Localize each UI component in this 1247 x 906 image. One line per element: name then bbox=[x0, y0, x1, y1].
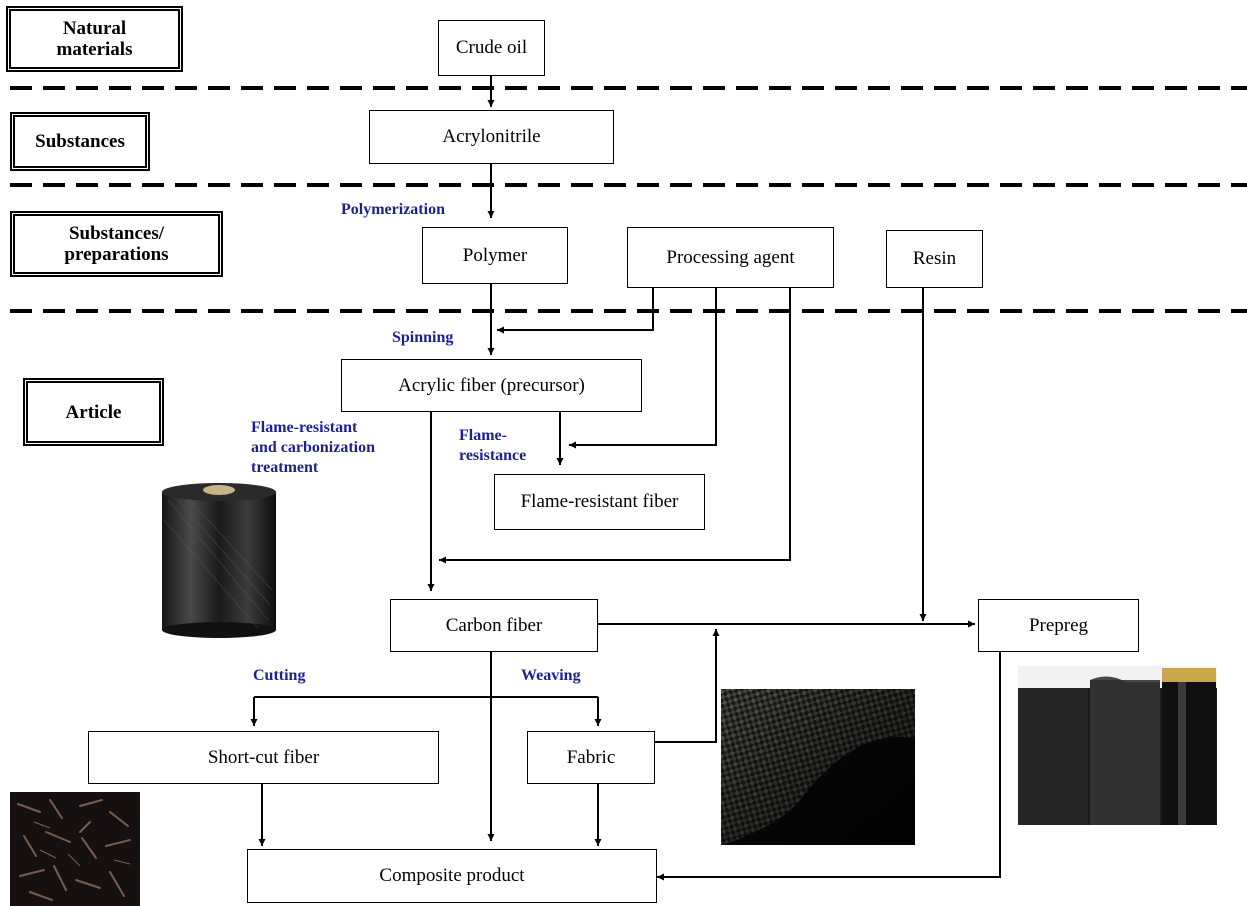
arrow-agent-to-spinning bbox=[497, 287, 654, 334]
process-label-spinning: Spinning bbox=[392, 329, 454, 346]
carbon-fiber-box: Carbon fiber bbox=[390, 599, 598, 652]
crude-oil-box: Crude oil bbox=[438, 20, 545, 76]
flame-resistant-fiber-box: Flame-resistant fiber bbox=[494, 474, 705, 530]
composite-product-box: Composite product bbox=[247, 849, 657, 903]
resin-box: Resin bbox=[886, 230, 983, 288]
fabric-box: Fabric bbox=[527, 731, 655, 784]
prepreg-roll-image bbox=[1018, 666, 1217, 825]
carbon-fabric-image bbox=[721, 689, 915, 845]
tier-natural-materials: Natural materials bbox=[6, 6, 183, 72]
acrylic-fiber-box: Acrylic fiber (precursor) bbox=[341, 359, 642, 412]
tier-article: Article bbox=[23, 378, 164, 446]
arrow-fabric-to-prepreg bbox=[655, 629, 720, 743]
tier-substances-preparations: Substances/ preparations bbox=[10, 211, 223, 277]
prepreg-box: Prepreg bbox=[978, 599, 1139, 652]
carbon-fiber-bobbin-image bbox=[158, 480, 280, 638]
tier-substances: Substances bbox=[10, 112, 150, 171]
processing-agent-box: Processing agent bbox=[627, 227, 834, 288]
arrow-agent-to-flame-resistance bbox=[569, 287, 717, 449]
acrylonitrile-box: Acrylonitrile bbox=[369, 110, 614, 164]
short-cut-fiber-box: Short-cut fiber bbox=[88, 731, 439, 784]
process-label-polymerization: Polymerization bbox=[341, 201, 445, 218]
process-label-cutting: Cutting bbox=[253, 667, 306, 684]
polymer-box: Polymer bbox=[422, 227, 568, 284]
process-label-weaving: Weaving bbox=[521, 667, 581, 684]
short-cut-fiber-image bbox=[10, 792, 140, 906]
process-label-flame-resistance: Flame- resistance bbox=[459, 427, 527, 464]
arrow-prepreg-to-composite bbox=[657, 651, 1001, 881]
arrow-agent-to-carbonization bbox=[439, 287, 791, 564]
process-label-flame-resistant-carbonization: Flame-resistant and carbonization treatm… bbox=[251, 419, 376, 476]
